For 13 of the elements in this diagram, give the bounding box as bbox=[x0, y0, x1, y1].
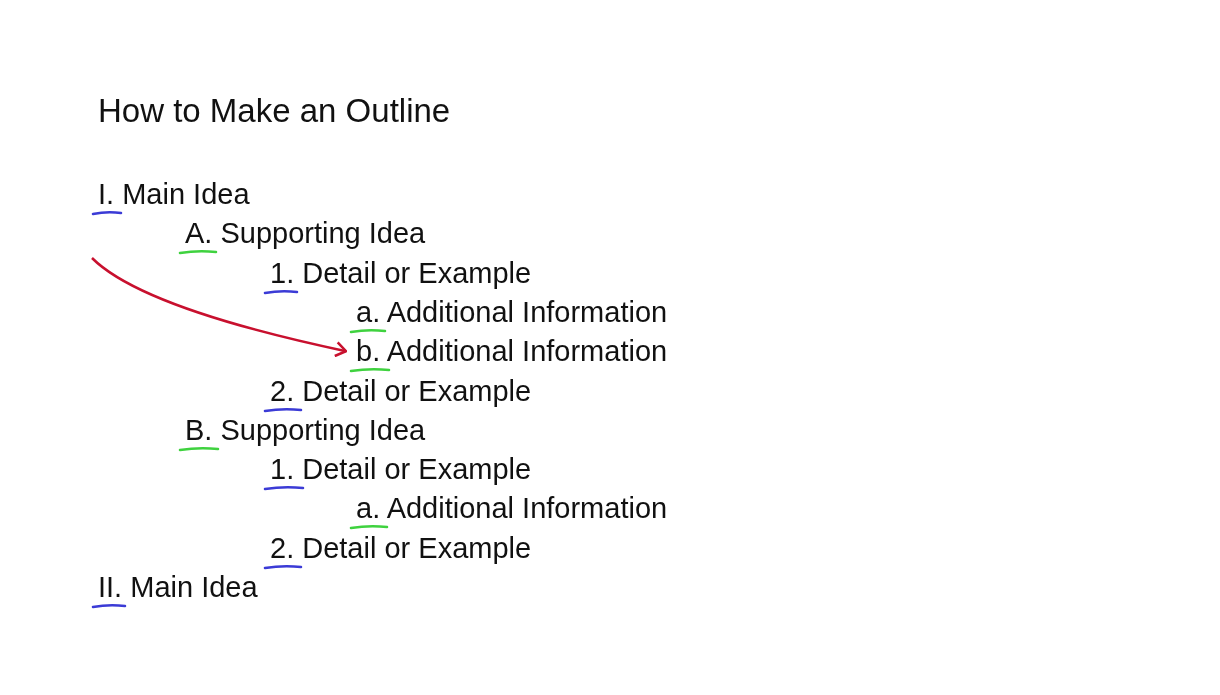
outline-item: I. Main Idea bbox=[98, 178, 250, 210]
outline-item: 1. Detail or Example bbox=[270, 256, 532, 289]
outline-item: 2. Detail or Example bbox=[270, 531, 532, 564]
outline-item: B. Supporting Idea bbox=[185, 413, 426, 446]
outline-item: 1. Detail or Example bbox=[270, 453, 532, 486]
outline-item: II. Main Idea bbox=[98, 571, 258, 603]
outline-item: A. Supporting Idea bbox=[185, 217, 426, 250]
outline-item: a. Additional Information bbox=[356, 295, 668, 328]
outline-item: a. Additional Information bbox=[356, 492, 668, 525]
arrow bbox=[91, 257, 348, 358]
outline-item: b. Additional Information bbox=[356, 335, 668, 368]
title: How to Make an Outline bbox=[98, 92, 451, 130]
outline-item: 2. Detail or Example bbox=[270, 374, 532, 407]
